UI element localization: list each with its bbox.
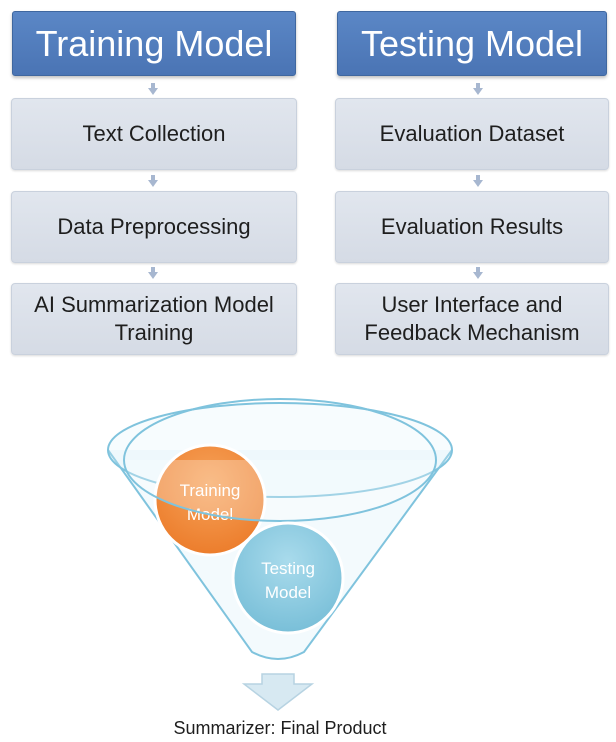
step-evaluation-results: Evaluation Results <box>335 191 609 263</box>
training-model-header: Training Model <box>12 11 296 76</box>
step-evaluation-dataset: Evaluation Dataset <box>335 98 609 170</box>
down-arrow-icon <box>148 267 158 279</box>
output-arrow-icon <box>241 673 315 711</box>
training-circle-line1: Training <box>180 481 241 500</box>
final-product-caption: Summarizer: Final Product <box>173 718 387 738</box>
funnel-diagram: Training Model Testing Model <box>107 398 453 711</box>
down-arrow-icon <box>148 83 158 95</box>
step-ai-summarization-training: AI Summarization Model Training <box>11 283 297 355</box>
step-data-preprocessing: Data Preprocessing <box>11 191 297 263</box>
funnel-inner-rim-shade <box>124 460 436 521</box>
step-text-collection: Text Collection <box>11 98 297 170</box>
step-user-interface-feedback: User Interface and Feedback Mechanism <box>335 283 609 355</box>
testing-model-header: Testing Model <box>337 11 607 76</box>
testing-circle-line1: Testing <box>261 559 315 578</box>
testing-circle-line2: Model <box>265 583 311 602</box>
funnel-inner-rim <box>123 398 437 522</box>
down-arrow-icon <box>473 83 483 95</box>
down-arrow-icon <box>473 267 483 279</box>
down-arrow-icon <box>473 175 483 187</box>
down-arrow-icon <box>148 175 158 187</box>
testing-model-circle: Testing Model <box>231 521 345 635</box>
